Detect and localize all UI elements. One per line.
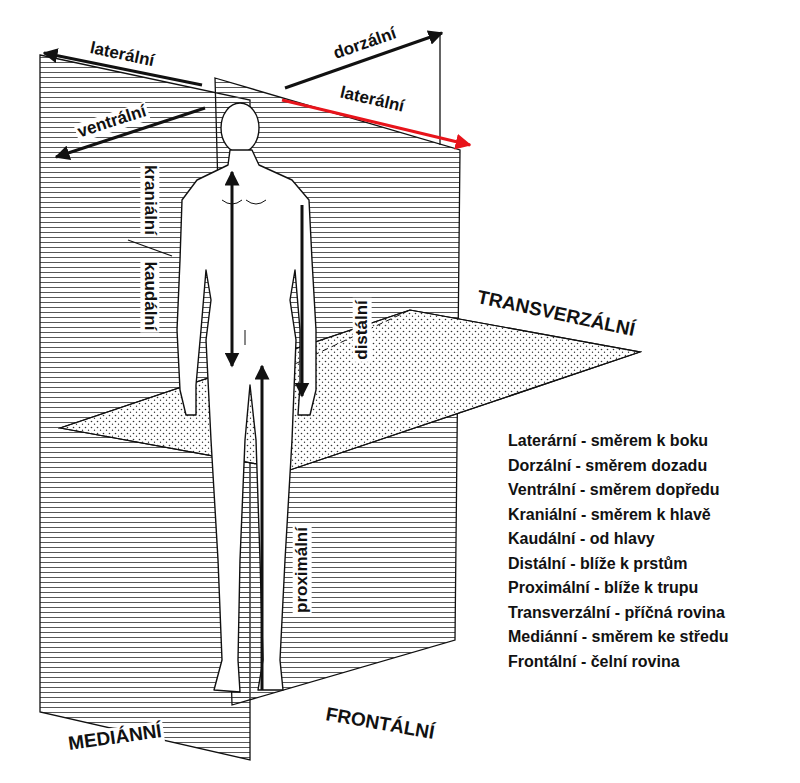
distal-arrow xyxy=(301,205,304,396)
definition-text: Distální - blíže k prstům xyxy=(508,555,688,573)
direction-label: kaudální xyxy=(141,260,160,333)
direction-label: dorzální xyxy=(329,24,400,64)
definition-text: Ventrální - směrem dopředu xyxy=(508,481,720,499)
definition-text: Mediánní - směrem ke středu xyxy=(508,628,729,646)
figure-head xyxy=(221,103,259,153)
direction-label: laterální xyxy=(336,83,408,117)
cranial-caudal-arrow xyxy=(231,172,234,366)
proximal-arrow xyxy=(261,366,264,690)
definition-text: Kaudální - od hlavy xyxy=(508,530,655,548)
plane-edge xyxy=(439,32,440,145)
direction-label: proximální xyxy=(293,525,312,615)
separator-stroke xyxy=(128,240,172,256)
direction-label: distální xyxy=(353,298,372,362)
definition-text: Transverzální - příčná rovina xyxy=(508,604,725,622)
definition-text: Frontální - čelní rovina xyxy=(508,653,680,671)
direction-label: laterální xyxy=(86,39,158,72)
plane-name: FRONTÁLNÍ xyxy=(322,704,438,744)
definition-text: Kraniální - směrem k hlavě xyxy=(508,506,711,524)
figure-body xyxy=(177,150,316,692)
definition-text: Proximální - blíže k trupu xyxy=(508,579,698,597)
plane-name: MEDIÁNNÍ xyxy=(65,721,165,755)
figure-detail xyxy=(222,200,266,345)
definition-text: Laterární - směrem k boku xyxy=(508,432,708,450)
direction-label: kraniální xyxy=(141,163,160,237)
definition-text: Dorzální - směrem dozadu xyxy=(508,457,707,475)
